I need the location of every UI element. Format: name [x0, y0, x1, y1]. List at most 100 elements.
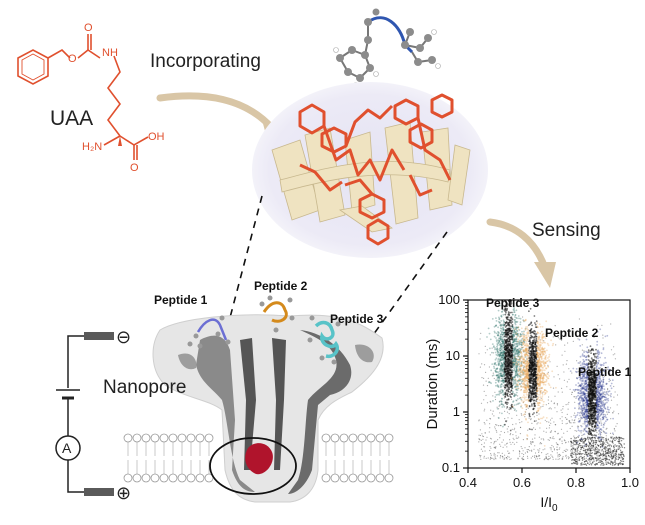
noise-point [549, 437, 551, 439]
noise-point [551, 444, 553, 447]
noise-point [561, 387, 563, 389]
lipid-head [159, 433, 169, 443]
series-point-1 [515, 309, 518, 312]
noise-point [576, 360, 578, 362]
noise-point [510, 432, 512, 435]
series-point-1 [521, 342, 523, 344]
series-point-2 [536, 385, 539, 388]
series-point-1 [516, 330, 519, 332]
series-point-1 [493, 335, 496, 338]
noise-point [531, 422, 533, 424]
series-point-2 [543, 393, 546, 396]
noise-point [559, 378, 561, 380]
series-point-2 [535, 320, 538, 323]
series-point-2 [515, 387, 518, 390]
series-point-2 [539, 422, 542, 424]
series-point-2 [532, 359, 535, 361]
noise-point [581, 415, 584, 417]
noise-point [580, 418, 582, 420]
series-point-1 [508, 354, 511, 356]
series-point-2 [514, 356, 516, 359]
series-point-2 [527, 344, 530, 347]
noise-point [581, 344, 583, 346]
noise-point [513, 409, 516, 411]
noise-point [502, 371, 504, 373]
noise-point [489, 446, 491, 448]
series-point-1 [511, 357, 513, 360]
noise-point [484, 352, 487, 354]
series-point-1 [494, 396, 497, 398]
noise-point [572, 340, 574, 342]
series-point-2 [539, 396, 542, 398]
noise-point [584, 428, 586, 430]
noise-point [602, 456, 604, 458]
series-point-2 [529, 346, 531, 349]
noise-point [610, 454, 613, 457]
series-point-2 [531, 413, 534, 416]
noise-point [619, 461, 621, 464]
series-point-2 [541, 330, 543, 333]
noise-point [542, 392, 544, 394]
series-point-2 [522, 332, 525, 334]
noise-point [584, 440, 587, 442]
series-point-1 [491, 318, 494, 320]
noise-point [520, 446, 522, 448]
series-point-1 [501, 364, 504, 366]
series-point-3 [575, 395, 578, 398]
series-point-1 [495, 374, 498, 377]
series-point-2 [533, 315, 536, 317]
series-point-2 [523, 400, 525, 403]
series-point-2 [541, 342, 544, 344]
series-point-2 [517, 326, 520, 328]
series-point-2 [551, 344, 554, 347]
noise-point [567, 342, 569, 344]
series-point-1 [502, 328, 504, 331]
noise-point [563, 432, 565, 434]
series-point-1 [523, 341, 526, 344]
noise-point [598, 386, 600, 388]
noise-point [565, 423, 567, 425]
series-point-1 [501, 397, 503, 400]
molecule-o-acid-label: O [130, 162, 139, 174]
noise-point [495, 424, 497, 426]
series-point-1 [503, 365, 505, 368]
series-point-2 [541, 348, 544, 350]
noise-point [553, 421, 555, 423]
noise-point [544, 448, 546, 450]
series-point-2 [524, 371, 527, 373]
noise-point [582, 440, 584, 442]
noise-point [584, 437, 586, 440]
series-point-1 [513, 351, 516, 354]
series-point-1 [497, 381, 500, 383]
noise-point [583, 458, 586, 460]
series-point-3 [587, 455, 589, 458]
noise-point [578, 452, 580, 454]
noise-point [594, 357, 596, 359]
noise-point [569, 388, 571, 390]
noise-point [513, 429, 515, 431]
series-point-1 [501, 363, 503, 366]
series-point-1 [506, 375, 508, 378]
noise-point [566, 422, 568, 424]
noise-point [598, 449, 601, 451]
noise-point [582, 453, 584, 455]
series-point-1 [511, 376, 514, 379]
series-point-1 [517, 326, 519, 329]
noise-point [559, 338, 561, 340]
noise-point [545, 456, 547, 458]
noise-point [516, 414, 518, 416]
series-point-1 [515, 370, 518, 373]
series-point-1 [507, 365, 509, 368]
noise-point [550, 449, 552, 451]
noise-point [587, 435, 589, 437]
noise-point [614, 463, 616, 466]
series-point-2 [520, 346, 523, 348]
noise-point [579, 456, 581, 458]
series-point-1 [495, 317, 497, 319]
series-point-3 [589, 449, 592, 452]
series-point-1 [527, 361, 530, 364]
noise-point [613, 461, 615, 463]
noise-point [479, 454, 481, 456]
noise-point [561, 422, 563, 424]
series-point-2 [545, 389, 548, 392]
